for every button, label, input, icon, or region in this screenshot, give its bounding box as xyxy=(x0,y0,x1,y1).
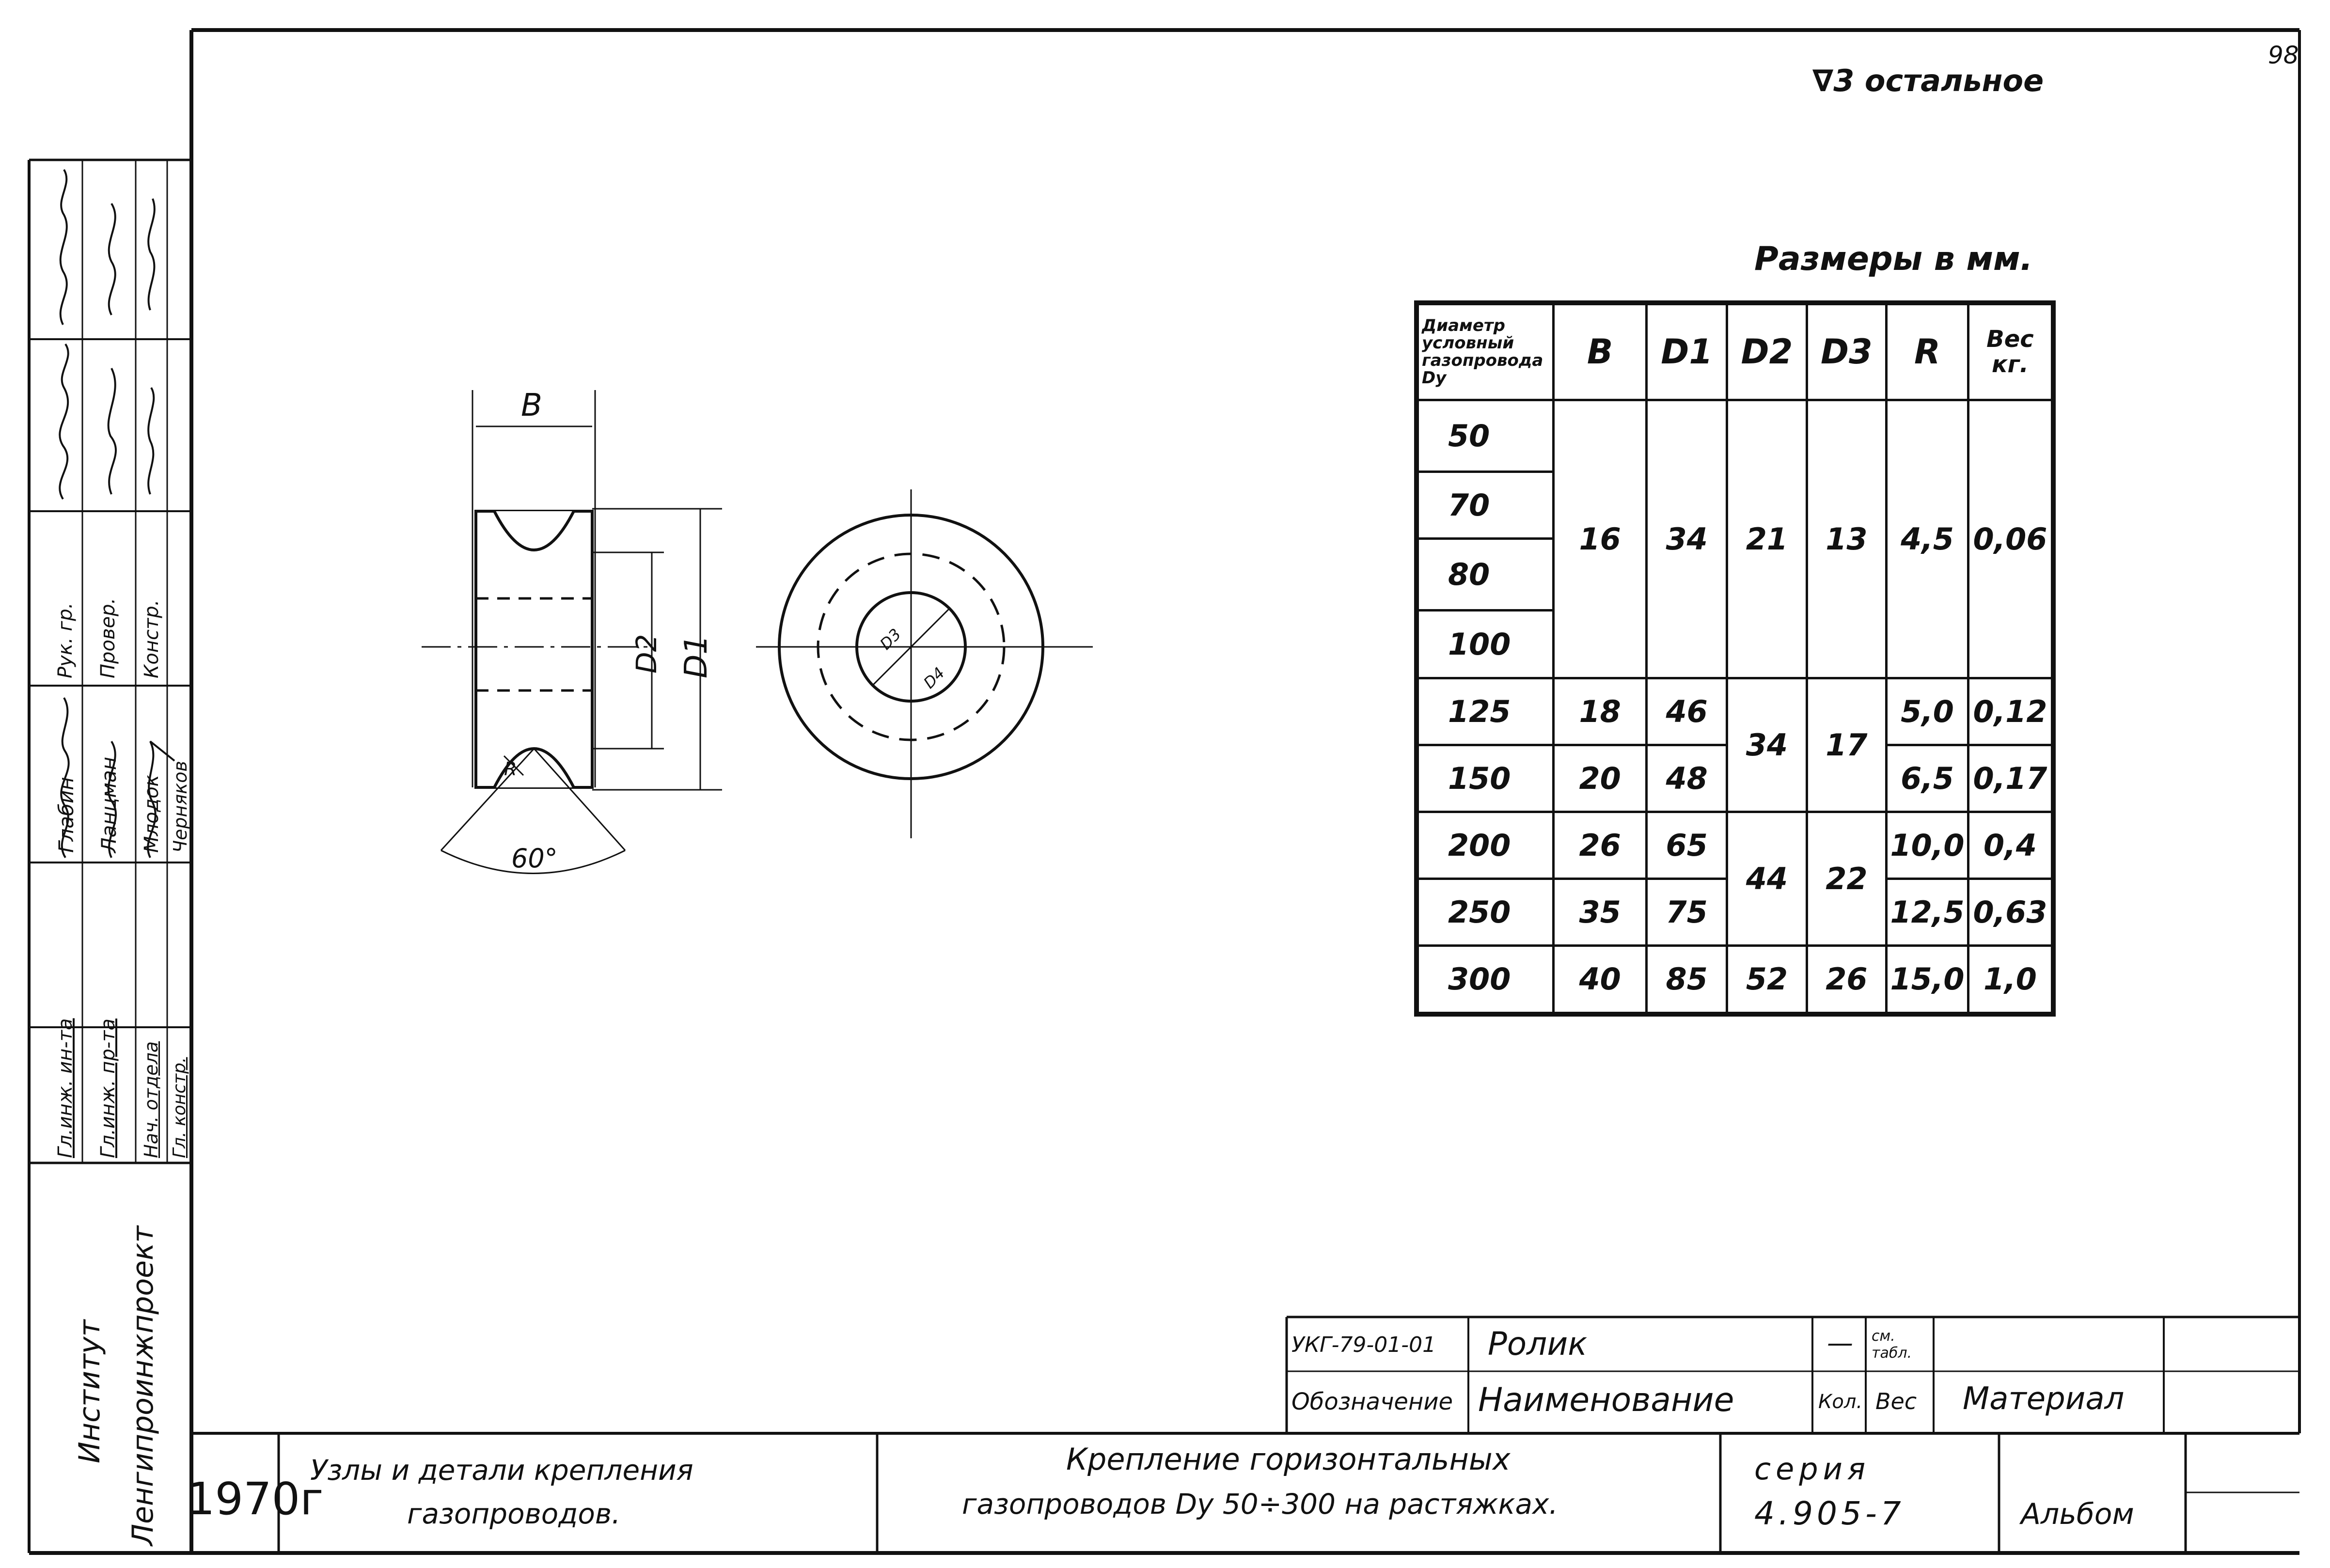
table-caption: Размеры в мм. xyxy=(1754,240,2033,278)
label-R: R xyxy=(504,758,517,780)
label-D2: D2 xyxy=(630,634,663,674)
series-label: серия xyxy=(1754,1451,1871,1487)
header-B: B xyxy=(1552,301,1648,401)
spec-header-name: Наименование xyxy=(1478,1381,1734,1419)
sheet-title-line1: Крепление горизонтальных xyxy=(1066,1442,1511,1477)
signature-role-3: Гл. констр. xyxy=(170,1057,189,1158)
spec-header-material: Материал xyxy=(1963,1381,2125,1417)
spec-header-weight: Вес xyxy=(1875,1388,1917,1414)
roughness-note: ∇3 остальное xyxy=(1812,63,2044,98)
header-D3: D3 xyxy=(1805,301,1888,401)
sheet-title-line2: газопроводов Dу 50÷300 на растяжках. xyxy=(962,1488,1558,1521)
year: 1970г xyxy=(187,1473,324,1525)
table-row: 100 xyxy=(1415,609,2053,679)
label-D1: D1 xyxy=(678,635,714,678)
table-row: 70 xyxy=(1415,470,2053,540)
institute-label: Институт xyxy=(73,1319,107,1463)
table-row: 80 xyxy=(1415,537,2053,612)
handwritten-signatures xyxy=(59,169,175,859)
table-row: 125 18 46 34 17 5,0 0,12 xyxy=(1415,676,2055,813)
spec-designation: УКГ-79-01-01 xyxy=(1291,1333,1436,1357)
spec-header-designation: Обозначение xyxy=(1291,1388,1453,1415)
table-row: 300 40 85 52 26 15,0 1,0 xyxy=(1415,944,2055,1016)
spec-qty: — xyxy=(1827,1328,1853,1358)
album-title-line2: газопроводов. xyxy=(407,1497,621,1530)
institute-name: Ленгипроинжпроект xyxy=(126,1225,160,1546)
label-B: B xyxy=(521,388,542,423)
table-row: 250 35 75 12,5 0,63 xyxy=(1415,877,2055,947)
spec-name: Ролик xyxy=(1488,1325,1588,1363)
table-row: 50 16 34 21 13 4,5 0,06 xyxy=(1415,398,2055,679)
album-label: Альбом xyxy=(2021,1497,2134,1531)
page-number: 98 xyxy=(2268,41,2299,69)
signature-role-0: Гл.инж. ин-та xyxy=(54,1018,77,1158)
signature-role-1: Гл.инж. пр-та xyxy=(97,1019,119,1158)
album-title-line1: Узлы и детали крепления xyxy=(310,1454,693,1487)
table-row: 200 26 65 44 22 10,0 0,4 xyxy=(1415,810,2055,947)
roller-side-view xyxy=(422,390,722,874)
series-value: 4.905-7 xyxy=(1754,1495,1905,1532)
table-row: 150 20 48 6,5 0,17 xyxy=(1415,743,2055,813)
spec-header-qty: Кол. xyxy=(1818,1391,1863,1413)
header-R: R xyxy=(1885,301,1969,401)
label-angle: 60° xyxy=(511,843,558,874)
signature-role-2: Нач. отдела xyxy=(141,1041,162,1158)
spec-weight: см. табл. xyxy=(1872,1328,1912,1362)
header-D1: D1 xyxy=(1645,301,1729,401)
roller-end-view xyxy=(756,489,1093,838)
header-D2: D2 xyxy=(1726,301,1808,401)
